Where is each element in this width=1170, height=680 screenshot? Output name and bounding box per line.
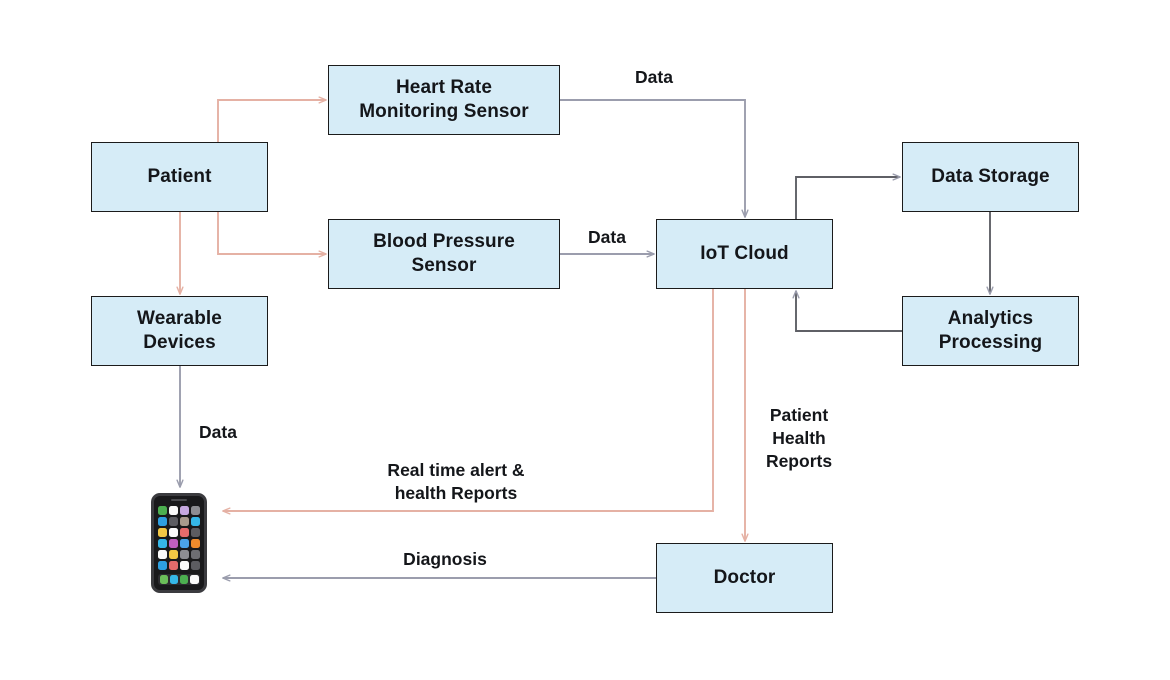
edge-label-data-wearable: Data bbox=[199, 422, 237, 442]
phone-app-icon bbox=[169, 550, 178, 559]
node-analytics-processing[interactable]: Analytics Processing bbox=[902, 296, 1079, 366]
edge-label-patient-health-reports: Patient Health Reports bbox=[765, 405, 833, 472]
phone-app-icon bbox=[180, 528, 189, 537]
phone-app-icon bbox=[158, 550, 167, 559]
phone-dock-icon bbox=[180, 575, 189, 584]
node-data-storage[interactable]: Data Storage bbox=[902, 142, 1079, 212]
edge-label-real-time-alert: Real time alert & health Reports bbox=[387, 460, 525, 504]
phone-app-icon bbox=[191, 506, 200, 515]
phone-app-icon bbox=[169, 506, 178, 515]
phone-app-icon bbox=[191, 539, 200, 548]
phone-dock-icon bbox=[190, 575, 199, 584]
phone-dock bbox=[158, 573, 200, 585]
edge-heart-rate-to-cloud bbox=[560, 99, 745, 217]
node-patient[interactable]: Patient bbox=[91, 142, 268, 212]
smartphone-icon[interactable] bbox=[151, 493, 207, 593]
phone-app-icon bbox=[180, 550, 189, 559]
phone-app-grid bbox=[158, 506, 200, 570]
phone-speaker bbox=[171, 499, 187, 501]
edge-label-diagnosis: Diagnosis bbox=[403, 549, 487, 569]
phone-app-icon bbox=[180, 506, 189, 515]
phone-app-icon bbox=[191, 550, 200, 559]
phone-app-icon bbox=[158, 517, 167, 526]
node-doctor[interactable]: Doctor bbox=[656, 543, 833, 613]
phone-app-icon bbox=[180, 539, 189, 548]
edge-patient-to-blood-pressure bbox=[217, 212, 326, 254]
edge-cloud-to-storage bbox=[795, 177, 900, 219]
phone-app-icon bbox=[158, 528, 167, 537]
node-wearable-devices[interactable]: Wearable Devices bbox=[91, 296, 268, 366]
phone-app-icon bbox=[191, 528, 200, 537]
phone-dock-icon bbox=[169, 575, 178, 584]
phone-app-icon bbox=[169, 539, 178, 548]
phone-app-icon bbox=[169, 561, 178, 570]
phone-app-icon bbox=[191, 561, 200, 570]
node-iot-cloud[interactable]: IoT Cloud bbox=[656, 219, 833, 289]
phone-app-icon bbox=[158, 561, 167, 570]
node-blood-pressure-sensor[interactable]: Blood Pressure Sensor bbox=[328, 219, 560, 289]
phone-app-icon bbox=[158, 506, 167, 515]
phone-dock-icon bbox=[159, 575, 168, 584]
phone-app-icon bbox=[158, 539, 167, 548]
edge-patient-to-heart-rate bbox=[217, 100, 326, 142]
phone-app-icon bbox=[169, 517, 178, 526]
node-heart-rate-monitoring-sensor[interactable]: Heart Rate Monitoring Sensor bbox=[328, 65, 560, 135]
edge-label-data-blood-pressure: Data bbox=[588, 227, 626, 247]
edge-analytics-to-cloud bbox=[796, 291, 902, 332]
edge-label-data-heart-rate: Data bbox=[635, 67, 673, 87]
phone-app-icon bbox=[169, 528, 178, 537]
phone-app-icon bbox=[191, 517, 200, 526]
phone-app-icon bbox=[180, 517, 189, 526]
phone-app-icon bbox=[180, 561, 189, 570]
